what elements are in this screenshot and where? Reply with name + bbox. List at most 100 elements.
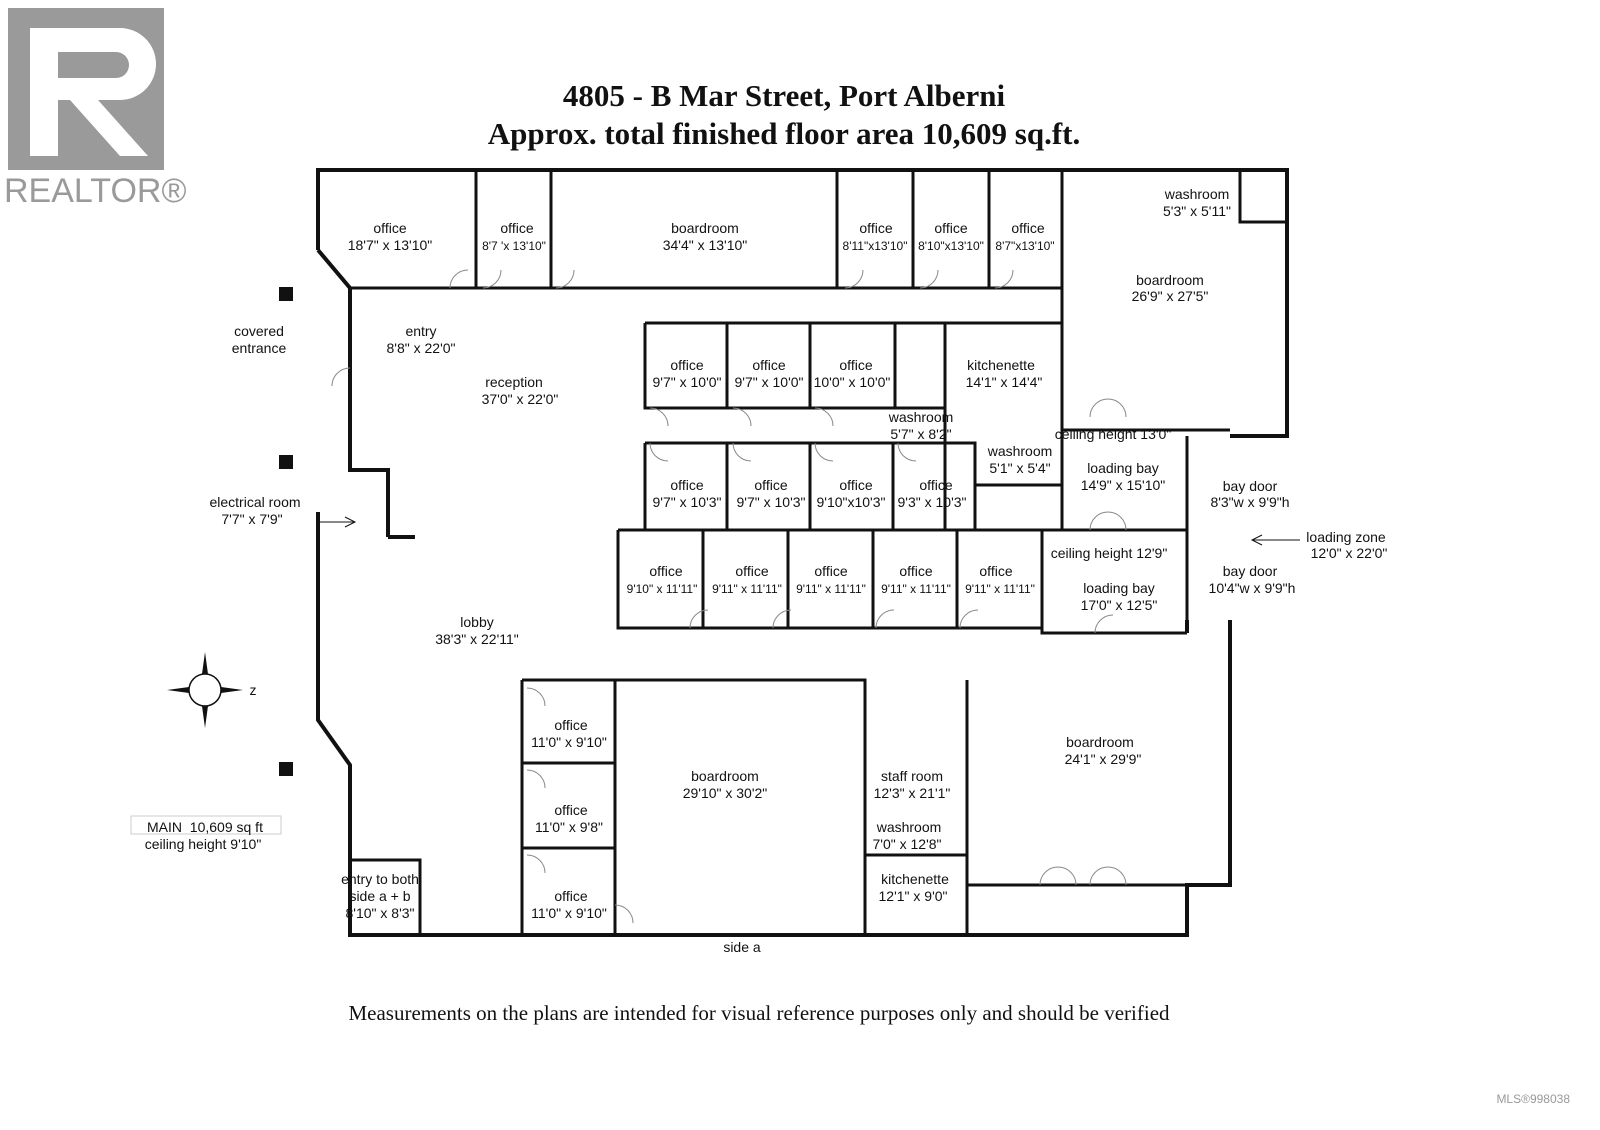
room-name: office [670, 477, 703, 493]
columns [279, 287, 293, 776]
walls [316, 168, 1289, 937]
room-dims: 8'7 'x 13'10" [482, 239, 546, 253]
room-dims: 11'0" x 9'10" [531, 905, 607, 921]
room-dims: 9'11" x 11'11" [796, 582, 866, 596]
room-dims: 8'10"x13'10" [918, 239, 984, 253]
main-ceiling-label: ceiling height 9'10" [145, 836, 262, 852]
room-dims: 5'1" x 5'4" [989, 460, 1050, 476]
room-dims: 14'9" x 15'10" [1081, 477, 1166, 493]
note-covered: covered [234, 323, 284, 339]
arrows [318, 516, 1300, 546]
room-name: office [754, 477, 787, 493]
note-entry-both: entry to both [341, 871, 419, 887]
room-name: lobby [460, 614, 493, 630]
note-side-ab: side a + b [349, 888, 410, 904]
room-name: loading bay [1087, 460, 1159, 476]
room-name: office [554, 717, 587, 733]
room-dims: 9'11" x 11'11" [965, 582, 1035, 596]
room-dims: 8'8" x 22'0" [387, 340, 456, 356]
room-dims: 9'7" x 10'0" [653, 374, 722, 390]
room-name: office [752, 357, 785, 373]
room-name: loading zone [1306, 529, 1386, 545]
room-name: office [859, 220, 892, 236]
room-dims: 9'11" x 11'11" [712, 582, 782, 596]
room-dims: 12'1" x 9'0" [879, 888, 948, 904]
room-name: reception [485, 374, 543, 390]
plan-notes: covered entrance ceiling height 13'0" ce… [145, 323, 1172, 955]
room-name: bay door [1223, 478, 1278, 494]
room-name: office [839, 477, 872, 493]
doors [331, 269, 1127, 924]
room-name: office [373, 220, 406, 236]
room-name: boardroom [671, 220, 739, 236]
room-dims: 12'0" x 22'0" [1311, 545, 1388, 561]
room-name: kitchenette [967, 357, 1035, 373]
room-dims: 37'0" x 22'0" [482, 391, 559, 407]
room-dims: 9'11" x 11'11" [881, 582, 951, 596]
room-dims: 29'10" x 30'2" [683, 785, 768, 801]
plan-total-area: Approx. total finished floor area 10,609… [487, 116, 1081, 151]
room-name: office [735, 563, 768, 579]
room-name: office [814, 563, 847, 579]
room-name: kitchenette [881, 871, 949, 887]
room-dims: 10'0" x 10'0" [814, 374, 891, 390]
room-name: boardroom [1136, 272, 1204, 288]
room-dims: 8'7"x13'10" [995, 239, 1054, 253]
room-dims: 8'3"w x 9'9"h [1210, 494, 1289, 510]
room-name: washroom [987, 443, 1053, 459]
room-name: office [500, 220, 533, 236]
room-dims: 9'10" x 11'11" [627, 582, 698, 596]
realtor-logo-text: REALTOR® [4, 172, 187, 210]
room-name: bay door [1223, 563, 1278, 579]
room-dims: 7'7" x 7'9" [221, 511, 282, 527]
room-dims: 7'0" x 12'8" [873, 836, 942, 852]
room-dims: 5'3" x 5'11" [1163, 203, 1231, 219]
room-dims: 12'3" x 21'1" [874, 785, 951, 801]
room-dims: 9'7" x 10'0" [735, 374, 804, 390]
room-name: office [554, 802, 587, 818]
room-dims: 10'4"w x 9'9"h [1209, 580, 1296, 596]
room-name: office [670, 357, 703, 373]
room-name: electrical room [209, 494, 300, 510]
room-name: washroom [1164, 186, 1230, 202]
room-dims: 26'9" x 27'5" [1132, 288, 1209, 304]
main-area-box [130, 815, 282, 835]
realtor-r-icon [8, 8, 164, 170]
room-dims: 18'7" x 13'10" [348, 237, 433, 253]
compass-icon: z [167, 652, 257, 728]
room-name: office [839, 357, 872, 373]
main-area-label: MAIN 10,609 sq ft [147, 819, 263, 835]
mls-number: MLS®998038 [1496, 1092, 1570, 1106]
room-name: office [649, 563, 682, 579]
room-dims: 9'7" x 10'3" [737, 494, 806, 510]
room-dims: 8'11"x13'10" [843, 239, 908, 253]
plan-address: 4805 - B Mar Street, Port Alberni [562, 78, 1006, 113]
room-dims: 9'10"x10'3" [816, 494, 885, 510]
note-entrance: entrance [232, 340, 287, 356]
room-name: office [899, 563, 932, 579]
note-ceiling-13: ceiling height 13'0" [1055, 426, 1172, 442]
realtor-logo [8, 8, 168, 178]
room-name: boardroom [1066, 734, 1134, 750]
compass-label: z [250, 682, 257, 698]
room-name: office [934, 220, 967, 236]
room-name: entry [405, 323, 436, 339]
note-side-a: side a [723, 939, 761, 955]
room-name: office [1011, 220, 1044, 236]
room-name: washroom [876, 819, 942, 835]
note-ceiling-12: ceiling height 12'9" [1051, 545, 1168, 561]
room-name: staff room [881, 768, 943, 784]
room-name: washroom [888, 409, 954, 425]
room-dims: 11'0" x 9'10" [531, 734, 607, 750]
room-dims: 17'0" x 12'5" [1081, 597, 1158, 613]
room-name: office [554, 888, 587, 904]
room-dims: 14'1" x 14'4" [966, 374, 1043, 390]
room-name: loading bay [1083, 580, 1155, 596]
room-name: boardroom [691, 768, 759, 784]
room-dims: 9'3" x 10'3" [898, 494, 967, 510]
room-dims: 5'7" x 8'2" [890, 426, 951, 442]
room-dims: 38'3" x 22'11" [435, 631, 519, 647]
room-dims: 24'1" x 29'9" [1065, 751, 1142, 767]
